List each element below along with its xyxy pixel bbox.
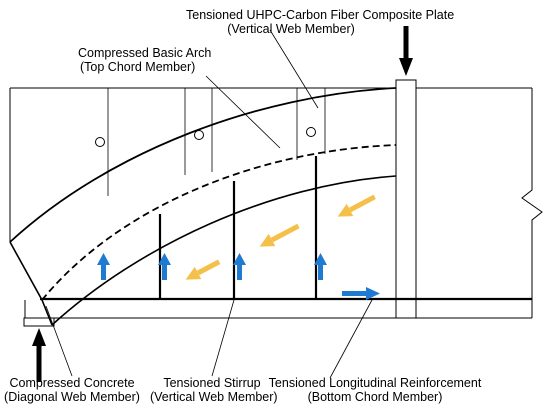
up-arrow-icon (314, 253, 327, 280)
load-arrows (32, 26, 413, 382)
leader-lines (45, 29, 373, 379)
arch-end-line (9, 241, 53, 326)
longitudinal-reinforcement-title: Tensioned Longitudinal Reinforcement (268, 376, 482, 390)
diagonal-arrow-icon (259, 223, 300, 247)
compressed-concrete-subtitle: (Diagonal Web Member) (4, 390, 140, 404)
composite-plate-lines (107, 88, 326, 196)
tensioned-stirrup-title: Tensioned Stirrup (163, 376, 261, 390)
basic-arch-title: Compressed Basic Arch (78, 46, 212, 60)
label-tensioned-stirrup: Tensioned Stirrup (Vertical Web Member) (150, 376, 278, 404)
arch-inner-line (51, 175, 397, 326)
label-compressed-concrete: Compressed Concrete (Diagonal Web Member… (2, 376, 142, 404)
stirrups (158, 156, 318, 299)
beam-outline (9, 87, 543, 319)
compression-arrows (185, 194, 376, 280)
label-basic-arch: Compressed Basic Arch (Top Chord Member) (78, 46, 211, 74)
support-block (23, 79, 417, 327)
composite-plate-subtitle: (Vertical Web Member) (227, 22, 355, 36)
down-arrow-icon (399, 26, 413, 76)
right-arrow-icon (342, 287, 380, 300)
bolt-hole (95, 137, 105, 147)
longitudinal-reinforcement-subtitle: (Bottom Chord Member) (307, 390, 443, 404)
arch-outer-line (9, 87, 397, 243)
up-arrow-icon (97, 253, 110, 280)
composite-plate-title: Tensioned UHPC-Carbon Fiber Composite Pl… (186, 8, 455, 22)
basic-arch-subtitle: (Top Chord Member) (80, 60, 196, 74)
label-composite-plate: Tensioned UHPC-Carbon Fiber Composite Pl… (186, 8, 455, 36)
bolt-hole (306, 127, 316, 137)
label-longitudinal-reinforcement: Tensioned Longitudinal Reinforcement (Bo… (262, 376, 488, 404)
up-arrow-icon (158, 253, 171, 280)
diagonal-arrow-icon (337, 194, 376, 217)
tensioned-stirrup-subtitle: (Vertical Web Member) (150, 390, 278, 404)
compressed-basic-arch (41, 144, 397, 301)
bolt-hole (194, 130, 204, 140)
diagonal-arrow-icon (185, 259, 221, 280)
bolt-holes (95, 127, 316, 147)
tension-arrows (97, 253, 380, 300)
up-arrow-icon (233, 253, 246, 280)
compressed-concrete-title: Compressed Concrete (9, 376, 135, 390)
up-arrow-icon (32, 328, 46, 382)
